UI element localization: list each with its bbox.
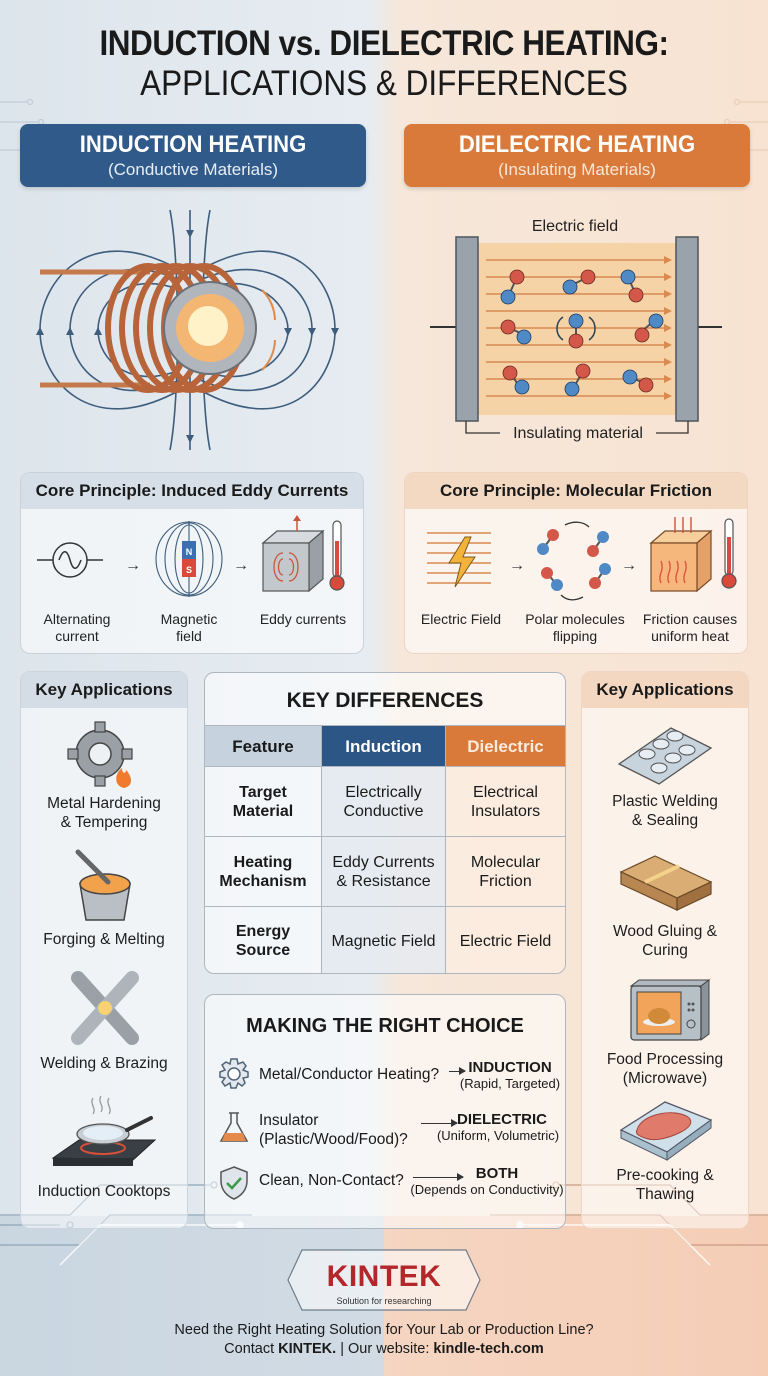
step-label-alternating-current: Alternating current xyxy=(43,611,111,644)
electric-field-bolt-icon xyxy=(427,532,491,588)
dielectric-applications-panel: Key Applications Plastic Welding & Seali… xyxy=(581,671,749,1229)
key-differences-table: KEY DIFFERENCES Feature Induction Dielec… xyxy=(204,672,566,974)
page-title: INDUCTION vs. DIELECTRIC HEATING: APPLIC… xyxy=(0,24,768,104)
logo-text: KINTEK xyxy=(326,1260,442,1293)
induction-header-subtitle: (Conductive Materials) xyxy=(107,160,279,179)
dielectric-header-subtitle: (Insulating Materials) xyxy=(498,160,656,179)
magnet-field-icon: N S xyxy=(155,521,223,597)
step-label-eddy-currents: Eddy currents xyxy=(259,611,347,627)
table-cell: Electric Field xyxy=(446,907,565,973)
induction-header-title: INDUCTION HEATING xyxy=(79,131,307,158)
gear-flame-icon xyxy=(67,721,133,788)
south-pole-label: S xyxy=(186,565,192,575)
induction-applications-title: Key Applications xyxy=(21,672,187,708)
hexagon-frame-icon xyxy=(287,1249,481,1311)
cta-line-1: Need the Right Heating Solution for Your… xyxy=(174,1322,594,1338)
blister-pack-icon xyxy=(617,727,713,785)
application-item: Welding & Brazing xyxy=(21,968,187,1073)
step-arrow-icon: → xyxy=(233,557,249,574)
induction-core-principle-panel: Core Principle: Induced Eddy Currents → … xyxy=(20,472,364,654)
gear-icon xyxy=(219,1058,249,1089)
dielectric-applications-title: Key Applications xyxy=(582,672,748,708)
ac-source-icon xyxy=(37,542,103,578)
application-item: Induction Cooktops xyxy=(21,1088,187,1201)
insulating-material-label: Insulating material xyxy=(513,425,643,442)
choice-answer: DIELECTRIC (Uniform, Volumetric) xyxy=(436,1111,560,1143)
induction-header: INDUCTION HEATING (Conductive Materials) xyxy=(20,124,366,187)
dielectric-core-title: Core Principle: Molecular Friction xyxy=(405,473,747,509)
north-pole-label: N xyxy=(186,547,193,557)
step-label-magnetic-field: Magnetic field xyxy=(160,611,218,644)
eddy-current-cube-icon xyxy=(261,515,345,593)
title-line-1: INDUCTION vs. DIELECTRIC HEATING: xyxy=(99,24,669,63)
application-item: Wood Gluing & Curing xyxy=(582,852,748,960)
application-item: Plastic Welding & Sealing xyxy=(582,724,748,830)
flask-icon xyxy=(219,1112,249,1142)
column-header-feature: Feature xyxy=(205,726,322,766)
choice-title: MAKING THE RIGHT CHOICE xyxy=(246,1015,524,1037)
induction-coil-illustration-icon xyxy=(36,209,339,451)
application-item: Pre-cooking & Thawing xyxy=(582,1096,748,1204)
key-differences-title: KEY DIFFERENCES xyxy=(286,689,484,712)
making-right-choice-panel: MAKING THE RIGHT CHOICE Metal/Conductor … xyxy=(204,994,566,1229)
step-arrow-icon: → xyxy=(125,557,141,574)
table-cell: Eddy Currents& Resistance xyxy=(322,837,446,906)
cta-line-2: Contact KINTEK. | Our website: kindle-te… xyxy=(224,1341,544,1357)
step-arrow-icon: → xyxy=(621,557,637,574)
induction-applications-panel: Key Applications Metal Hardening & Tempe… xyxy=(20,671,188,1229)
application-item: Food Processing (Microwave) xyxy=(582,978,748,1088)
table-header-row: Feature Induction Dielectric xyxy=(205,725,565,766)
dielectric-header: DIELECTRIC HEATING (Insulating Materials… xyxy=(404,124,750,187)
step-label-polar-molecules: Polar molecules flipping xyxy=(525,611,625,644)
capacitor-field-illustration-icon: Electric field Insulating material xyxy=(430,218,722,442)
meat-tray-icon xyxy=(619,1101,713,1161)
heated-cube-icon xyxy=(649,517,737,593)
title-line-2: APPLICATIONS & DIFFERENCES xyxy=(140,64,628,103)
induction-core-title: Core Principle: Induced Eddy Currents xyxy=(21,473,363,509)
column-header-dielectric: Dielectric xyxy=(446,726,565,766)
cooktop-pan-icon xyxy=(51,1095,157,1166)
crucible-icon xyxy=(75,849,131,921)
dielectric-core-principle-panel: Core Principle: Molecular Friction → → xyxy=(404,472,748,654)
step-label-electric-field: Electric Field xyxy=(420,611,502,627)
polar-molecules-icon xyxy=(537,521,611,601)
step-label-friction-heat: Friction causes uniform heat xyxy=(642,611,738,644)
welded-pipes-icon xyxy=(71,971,139,1045)
glued-wood-icon xyxy=(619,855,713,911)
logo-tagline: Solution for researching xyxy=(336,1296,432,1306)
kintek-logo: KINTEK Solution for researching xyxy=(272,1248,496,1312)
microwave-icon xyxy=(629,979,711,1041)
choice-answer: BOTH (Depends on Conductivity) xyxy=(410,1165,564,1197)
application-item: Metal Hardening & Tempering xyxy=(21,720,187,832)
choice-answer: INDUCTION (Rapid, Targeted) xyxy=(459,1059,561,1091)
cta-brand: KINTEK. xyxy=(278,1341,337,1357)
shield-check-icon xyxy=(220,1166,248,1200)
application-item: Forging & Melting xyxy=(21,846,187,949)
electric-field-label: Electric field xyxy=(532,218,618,235)
step-arrow-icon: → xyxy=(509,557,525,574)
dielectric-header-title: DIELECTRIC HEATING xyxy=(458,131,696,158)
column-header-induction: Induction xyxy=(322,726,446,766)
table-cell: Magnetic Field xyxy=(322,907,446,973)
website-link[interactable]: kindle-tech.com xyxy=(433,1341,544,1357)
